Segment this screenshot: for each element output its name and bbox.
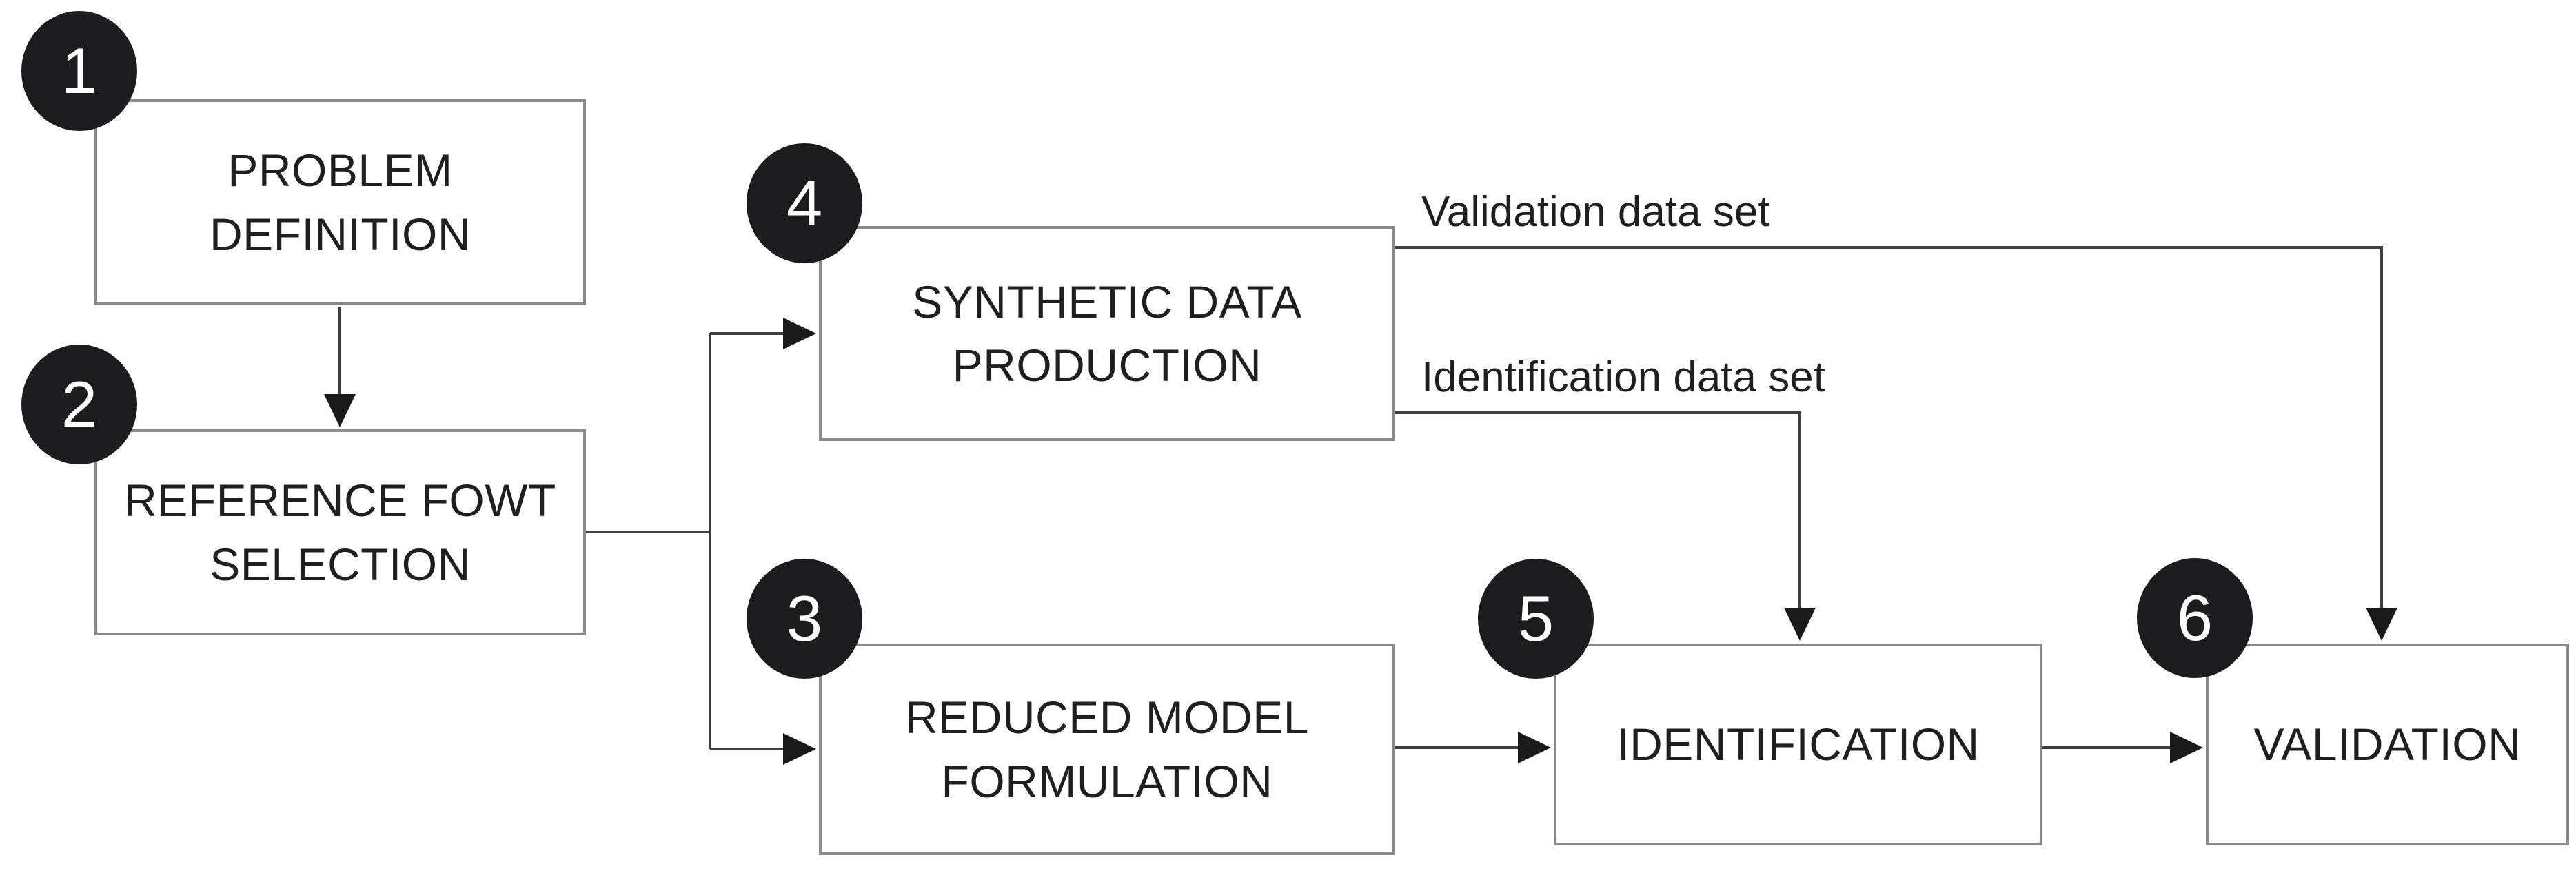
box-validation: VALIDATION [2206, 644, 2569, 845]
box-label-line: PROBLEM [227, 145, 453, 196]
step-number: 1 [61, 34, 98, 107]
step-number: 6 [2176, 582, 2213, 654]
box-label-line: VALIDATION [2253, 719, 2522, 770]
arrowhead-into-identification-left [1518, 732, 1551, 763]
box-label: REDUCED MODEL FORMULATION [905, 686, 1309, 813]
connector-identification-dataset [1395, 411, 1801, 608]
box-label-line: DEFINITION [210, 208, 471, 260]
step-badge-6: 6 [2137, 558, 2253, 678]
step-badge-1: 1 [21, 11, 137, 131]
box-problem-definition: PROBLEM DEFINITION [94, 99, 586, 305]
step-badge-2: 2 [21, 345, 137, 464]
step-number: 2 [61, 368, 98, 440]
box-label-line: FORMULATION [941, 755, 1273, 807]
box-label: VALIDATION [2254, 712, 2522, 776]
box-synthetic-data-production: SYNTHETIC DATA PRODUCTION [819, 226, 1395, 441]
arrowhead-into-reference [324, 394, 356, 427]
box-label-line: SYNTHETIC DATA [912, 276, 1302, 327]
box-identification: IDENTIFICATION [1554, 644, 2042, 845]
step-badge-5: 5 [1478, 559, 1594, 679]
step-badge-4: 4 [747, 143, 862, 263]
box-reduced-model-formulation: REDUCED MODEL FORMULATION [819, 644, 1395, 855]
step-number: 4 [786, 167, 823, 239]
arrowhead-validation-dataset [2366, 608, 2397, 641]
box-label-line: IDENTIFICATION [1616, 719, 1980, 770]
box-label: IDENTIFICATION [1616, 712, 1979, 776]
step-number: 5 [1517, 582, 1554, 655]
step-number: 3 [786, 582, 823, 655]
box-label-line: SELECTION [210, 538, 471, 590]
box-label: SYNTHETIC DATA PRODUCTION [912, 270, 1302, 398]
arrowhead-identification-dataset [1784, 608, 1816, 641]
connector-validation-dataset [1395, 246, 2383, 608]
edge-label-validation-data-set: Validation data set [1421, 188, 1770, 236]
edge-label-identification-data-set: Identification data set [1421, 353, 1825, 401]
box-label: PROBLEM DEFINITION [210, 138, 471, 266]
box-label: REFERENCE FOWT SELECTION [124, 469, 556, 596]
arrowhead-into-synthetic [783, 318, 816, 349]
box-label-line: PRODUCTION [952, 340, 1262, 391]
box-reference-fowt-selection: REFERENCE FOWT SELECTION [94, 429, 586, 635]
step-badge-3: 3 [747, 559, 862, 679]
arrowhead-into-reduced [783, 733, 816, 765]
arrowhead-into-validation-left [2170, 732, 2203, 763]
box-label-line: REDUCED MODEL [905, 692, 1309, 743]
box-label-line: REFERENCE FOWT [124, 475, 556, 526]
